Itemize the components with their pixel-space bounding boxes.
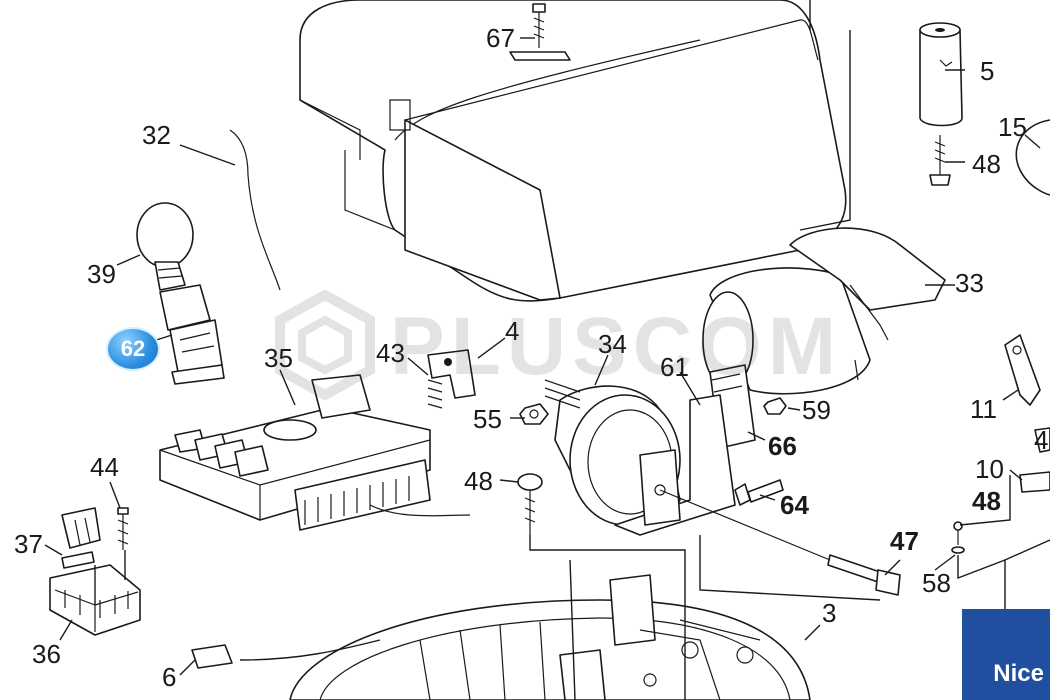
fuse-37 xyxy=(61,551,95,569)
callout-36: 36 xyxy=(32,639,61,669)
screw-48-right xyxy=(951,521,965,554)
bolt-47 xyxy=(659,489,901,596)
brand-logo-text: Nice xyxy=(993,660,1044,687)
callout-6: 6 xyxy=(162,662,176,692)
antenna-wire-32 xyxy=(229,129,281,291)
motor-33 xyxy=(702,227,946,395)
lever-11 xyxy=(1004,334,1041,406)
callout-5: 5 xyxy=(980,56,994,86)
callout-4b: 4 xyxy=(1034,425,1048,455)
leader-lines xyxy=(44,37,1041,676)
spring-43 xyxy=(427,379,443,409)
lamp-holder-62 xyxy=(159,284,225,385)
callout-43: 43 xyxy=(376,338,405,368)
callout-58: 58 xyxy=(922,568,951,598)
callout-48-right: 48 xyxy=(972,486,1001,516)
clip-44-part xyxy=(61,507,101,549)
callout-55: 55 xyxy=(473,404,502,434)
brand-logo: Nice xyxy=(962,609,1050,700)
callout-37: 37 xyxy=(14,529,43,559)
callout-47: 47 xyxy=(890,526,919,556)
nut-55 xyxy=(519,403,549,425)
bracket-4 xyxy=(427,349,476,399)
callout-62-badge[interactable]: 62 xyxy=(108,329,158,369)
screw-67 xyxy=(509,3,571,61)
callout-35: 35 xyxy=(264,343,293,373)
lamp-bulb-39 xyxy=(136,202,194,291)
callout-4: 4 xyxy=(505,316,519,346)
callout-33: 33 xyxy=(955,268,984,298)
callout-3: 3 xyxy=(822,598,836,628)
part-4b xyxy=(1034,427,1050,453)
nut-59 xyxy=(763,397,787,415)
screw-48-mid xyxy=(517,473,543,535)
control-board-35 xyxy=(159,374,471,531)
callout-61: 61 xyxy=(660,352,689,382)
callout-67: 67 xyxy=(486,23,515,53)
plate-bracket-61 xyxy=(614,394,736,536)
callout-48-mid: 48 xyxy=(464,466,493,496)
cover-housing xyxy=(299,0,847,302)
right-frame-line xyxy=(1004,539,1050,561)
part-10 xyxy=(1019,471,1050,493)
callout-34: 34 xyxy=(598,329,627,359)
callout-48-top: 48 xyxy=(972,149,1001,179)
callout-64: 64 xyxy=(780,490,809,520)
screw-44 xyxy=(117,507,129,550)
callout-32: 32 xyxy=(142,120,171,150)
pad-6 xyxy=(191,644,233,669)
pin-5 xyxy=(919,22,963,127)
screw-48-top xyxy=(929,135,951,186)
base-3 xyxy=(289,574,811,700)
callout-66: 66 xyxy=(768,431,797,461)
callout-11: 11 xyxy=(970,394,997,424)
callout-44: 44 xyxy=(90,452,119,482)
bolt-64 xyxy=(734,479,784,506)
callout-59: 59 xyxy=(802,395,831,425)
callout-10: 10 xyxy=(975,454,1004,484)
callout-39: 39 xyxy=(87,259,116,289)
part-15 xyxy=(1015,119,1050,196)
callout-15: 15 xyxy=(998,112,1027,142)
callout-labels: 67 5 15 48 32 39 33 4 43 34 35 61 55 59 … xyxy=(14,23,1048,692)
